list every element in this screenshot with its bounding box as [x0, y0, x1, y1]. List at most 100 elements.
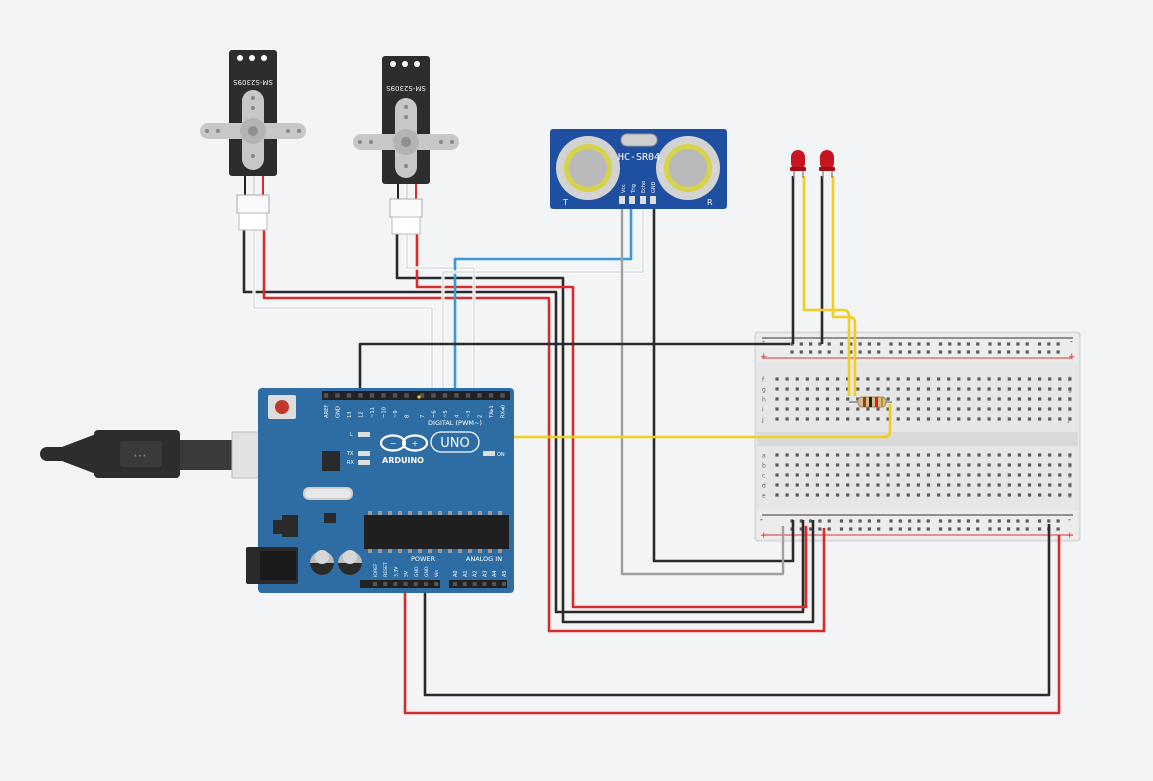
sensor-pin-gnd: GND: [651, 181, 657, 193]
digital-pin-label: 8: [405, 415, 411, 418]
wire-servo2-vcc: [415, 232, 808, 609]
digital-pin-label: 12: [359, 411, 365, 418]
breadboard-row-letter: h: [1068, 397, 1072, 404]
breadboard-row-letter: g: [762, 387, 766, 394]
rail-minus-label: -: [762, 337, 765, 346]
analog-pin-label: A4: [492, 570, 498, 577]
rail-plus-label-bottom: +: [760, 531, 768, 541]
sensor-t-mark: T: [562, 198, 568, 207]
sensor-receiver: [656, 136, 720, 200]
digital-pin-label: 7: [420, 415, 426, 418]
microcontroller-chip: [364, 515, 509, 549]
wire-servo2-signal: [406, 232, 475, 396]
breadboard-row-letter: f: [762, 377, 765, 384]
digital-pin-header: [322, 391, 510, 400]
svg-text:+: +: [412, 439, 419, 448]
rail-minus-label-bottom: -: [760, 515, 763, 524]
wire-arduino-5v-bottom-rail: [403, 535, 1061, 715]
usb-chip: [322, 451, 340, 471]
power-pin-label: GND: [424, 566, 430, 577]
breadboard-row-letter: e: [762, 493, 766, 500]
ultrasonic-sensor[interactable]: HC-SR04 T R Vcc Trig Echo GND: [550, 129, 727, 209]
wire-servo1-gnd: [242, 228, 805, 614]
wire-servo1-signal: [253, 228, 433, 396]
breadboard-row-letter: e: [1068, 493, 1072, 500]
servo-1[interactable]: SM-S2309S: [200, 50, 306, 231]
wire-sensor-echo: [442, 202, 644, 396]
rail-minus-label-right: -: [1070, 337, 1073, 346]
rail-minus-label-bottom-right: -: [1068, 515, 1071, 524]
breadboard-row-letter: d: [762, 483, 766, 490]
usb-icon: ⋯: [133, 448, 147, 464]
digital-pin-label: GND: [336, 406, 342, 418]
resistor[interactable]: [849, 396, 892, 408]
analog-pin-label: A1: [463, 570, 469, 577]
rail-plus-label: +: [760, 352, 768, 362]
capacitor-1: [310, 550, 334, 575]
led-1[interactable]: [790, 150, 806, 178]
digital-pin-label: AREF: [324, 405, 330, 418]
breadboard-row-letter: b: [762, 463, 766, 470]
breadboard-row-letter: i: [1068, 407, 1070, 414]
breadboard-row-letter: b: [1068, 463, 1072, 470]
digital-pin-label: 13: [347, 411, 353, 418]
breadboard-row-letter: i: [762, 407, 764, 414]
power-pin-label: RESET: [383, 562, 389, 577]
sensor-transmitter: [556, 136, 620, 200]
svg-text:−: −: [390, 439, 397, 448]
servo-2[interactable]: SM-S2309S: [353, 56, 459, 235]
digital-pin-label: 4: [455, 414, 461, 418]
led-l-label: L: [350, 432, 353, 438]
breadboard-row-letter: d: [1068, 483, 1072, 490]
digital-pwm-label: DIGITAL (PWM~): [428, 419, 482, 427]
sensor-pin-trig: Trig: [631, 184, 637, 194]
wire-end-marker: [417, 395, 421, 399]
servo-1-horn: [200, 90, 306, 170]
power-pin-label: 5V: [404, 570, 410, 577]
led-on-label: ON: [497, 452, 505, 458]
breadboard-row-letter: f: [1068, 377, 1071, 384]
digital-pin-label: TX▸1: [489, 405, 495, 419]
breadboard-row-letter: c: [762, 473, 765, 480]
digital-pin-label: ~11: [370, 407, 376, 418]
led-tx-label: TX: [346, 451, 354, 457]
breadboard-holes: [775, 342, 1072, 531]
uno-label: UNO: [440, 436, 469, 451]
power-analog-header: [360, 580, 507, 588]
breadboard-row-letter: h: [762, 397, 766, 404]
breadboard-row-letter: c: [1068, 473, 1071, 480]
led-rx-label: RX: [347, 460, 354, 466]
breadboard-row-letter: g: [1068, 387, 1072, 394]
breadboard-row-letter: a: [1068, 453, 1072, 460]
rail-plus-label-right: +: [1068, 352, 1076, 362]
analog-pin-label: A5: [502, 570, 508, 577]
capacitor-2: [338, 550, 362, 575]
wire-servo1-signal-outline: [252, 228, 434, 396]
servo-1-connector: [236, 194, 270, 214]
sensor-pin-vcc: Vcc: [621, 184, 627, 193]
digital-pin-label: ~3: [466, 410, 472, 418]
breadboard-row-letter: a: [762, 453, 766, 460]
arduino-logo: − +: [379, 434, 429, 452]
led-2[interactable]: [819, 150, 835, 178]
wire-sensor-trig: [453, 202, 633, 396]
digital-pin-label: RX◂0: [501, 405, 507, 418]
digital-pin-label: 2: [478, 415, 484, 418]
wire-arduino-gnd-top-rail: [358, 342, 790, 394]
wire-servo1-vcc: [262, 228, 826, 633]
power-pin-label: GND: [414, 566, 420, 577]
digital-pin-label: ~9: [393, 410, 399, 418]
servo-2-connector: [389, 198, 423, 218]
wire-servo2-gnd: [395, 232, 815, 624]
voltage-regulator: [282, 515, 298, 537]
breadboard-row-letter: j: [1067, 417, 1070, 424]
power-label: POWER: [411, 555, 436, 563]
analog-pin-label: A0: [453, 570, 459, 577]
sensor-crystal: [620, 133, 658, 147]
usb-cable: ⋯: [40, 430, 297, 479]
sensor-r-mark: R: [707, 198, 713, 207]
